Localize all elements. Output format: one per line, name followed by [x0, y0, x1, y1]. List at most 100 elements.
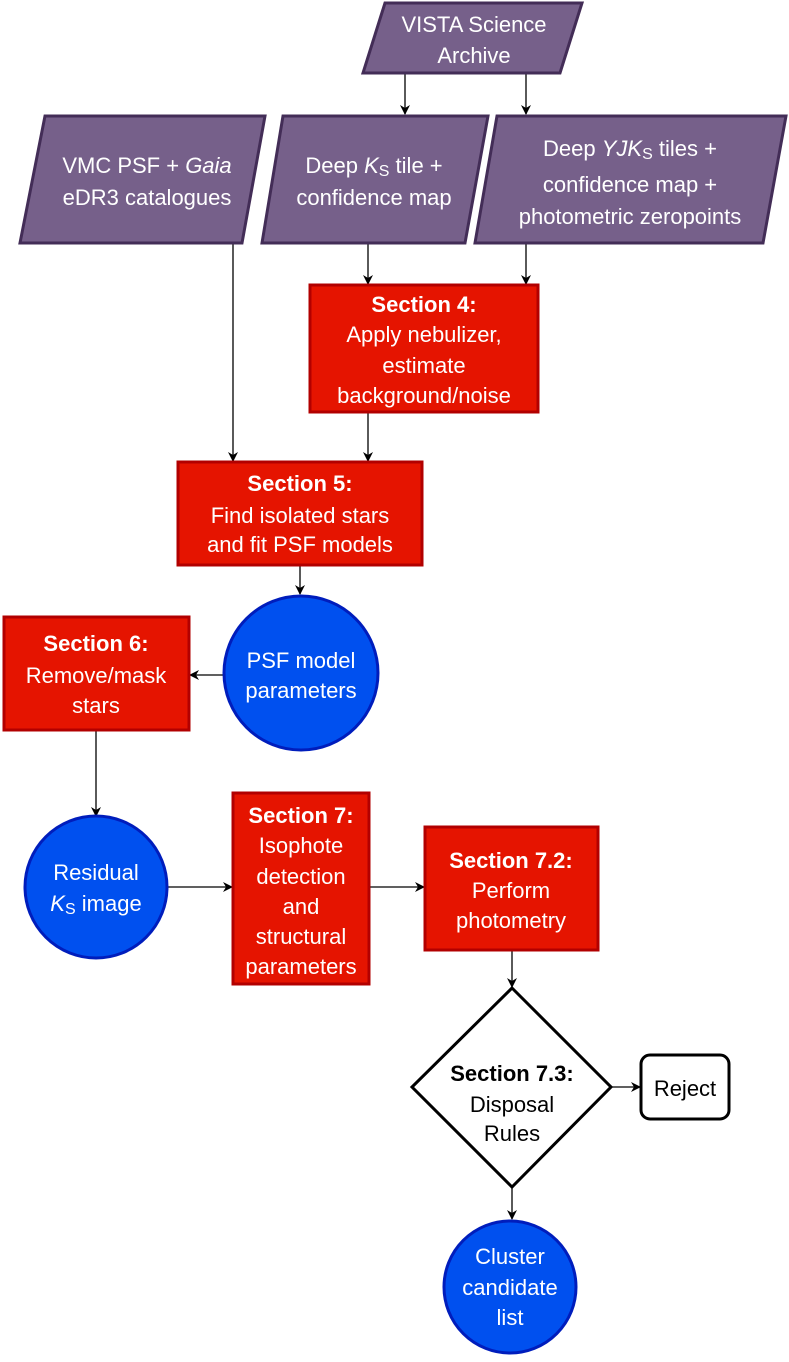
- vmc-label-line: VMC PSF + Gaia: [62, 153, 231, 178]
- sec4-label-line: Apply nebulizer,: [346, 322, 501, 347]
- sec4-label-line: background/noise: [337, 383, 511, 408]
- label-segment: eDR3 catalogues: [63, 185, 232, 210]
- sec7-label-line: parameters: [245, 954, 356, 979]
- label-segment: S: [642, 146, 653, 163]
- label-segment: VMC PSF +: [62, 153, 185, 178]
- sec7-label-line: detection: [256, 864, 345, 889]
- vmc-catalogues-node: [18, 114, 267, 245]
- residual-label-line: Residual: [53, 860, 139, 885]
- label-segment: Rules: [484, 1121, 540, 1146]
- label-segment: estimate: [382, 353, 465, 378]
- vista-label-line: Archive: [437, 43, 510, 68]
- label-segment: Reject: [654, 1076, 716, 1101]
- vmc-label-line: eDR3 catalogues: [63, 185, 232, 210]
- sec5-label-line: Find isolated stars: [211, 503, 390, 528]
- section-7-node: [231, 791, 371, 986]
- label-segment: background/noise: [337, 383, 511, 408]
- deep-yjk-tiles-node: [473, 114, 788, 245]
- label-segment: and: [283, 894, 320, 919]
- sec73-label-line: Section 7.3:: [450, 1061, 573, 1086]
- cluster-candidate-list-node: [442, 1219, 578, 1355]
- label-segment: Remove/mask: [26, 663, 168, 688]
- sec7-label-line: Isophote: [259, 833, 343, 858]
- sec72-label-line: Section 7.2:: [449, 848, 572, 873]
- label-segment: PSF model: [247, 648, 356, 673]
- label-segment: photometric zeropoints: [519, 204, 742, 229]
- sec5-label-line: Section 5:: [247, 471, 352, 496]
- vista-label-line: VISTA Science: [401, 12, 546, 37]
- label-segment: Section 5:: [247, 471, 352, 496]
- psf-label-line: parameters: [245, 678, 356, 703]
- deep-yjk-label-line: confidence map +: [543, 172, 717, 197]
- label-segment: image: [76, 891, 142, 916]
- deep-yjk-label-line: photometric zeropoints: [519, 204, 742, 229]
- label-segment: parameters: [245, 954, 356, 979]
- label-segment: Section 4:: [371, 292, 476, 317]
- label-segment: Isophote: [259, 833, 343, 858]
- label-segment: parameters: [245, 678, 356, 703]
- cluster-label-line: Cluster: [475, 1244, 545, 1269]
- label-segment: Find isolated stars: [211, 503, 390, 528]
- label-segment: list: [497, 1305, 524, 1330]
- section-5-node: [176, 460, 424, 567]
- label-segment: YJK: [602, 136, 644, 161]
- label-segment: Section 6:: [43, 631, 148, 656]
- sec73-label-line: Rules: [484, 1121, 540, 1146]
- sec4-label-line: estimate: [382, 353, 465, 378]
- sec7-label-line: and: [283, 894, 320, 919]
- label-segment: VISTA Science: [401, 12, 546, 37]
- cluster-label-line: candidate: [462, 1275, 557, 1300]
- label-segment: Cluster: [475, 1244, 545, 1269]
- sec4-label-line: Section 4:: [371, 292, 476, 317]
- label-segment: candidate: [462, 1275, 557, 1300]
- sec73-label-line: Disposal: [470, 1092, 554, 1117]
- psf-label-line: PSF model: [247, 648, 356, 673]
- label-segment: confidence map +: [543, 172, 717, 197]
- psf-model-parameters-node: [222, 594, 380, 752]
- deep-yjk-label-line: Deep YJKS tiles +: [543, 136, 717, 163]
- sec72-label-line: Perform: [472, 878, 550, 903]
- label-segment: Deep: [543, 136, 602, 161]
- label-segment: tile +: [389, 153, 442, 178]
- reject-node: [639, 1053, 731, 1121]
- label-segment: confidence map: [296, 185, 451, 210]
- label-segment: Gaia: [185, 153, 231, 178]
- label-segment: S: [65, 901, 76, 918]
- label-segment: stars: [72, 693, 120, 718]
- label-segment: Deep: [305, 153, 364, 178]
- label-segment: Section 7.3:: [450, 1061, 573, 1086]
- section-6-node: [2, 615, 191, 732]
- vista-archive-node: [360, 1, 585, 75]
- section-7-3-decision-node: [409, 985, 614, 1190]
- section-4-node: [308, 283, 540, 414]
- label-segment: K: [364, 153, 380, 178]
- residual-image-node: [23, 814, 169, 960]
- section-7-2-node: [423, 825, 600, 952]
- deep-ks-label-line: Deep KS tile +: [305, 153, 442, 180]
- deep-ks-label-line: confidence map: [296, 185, 451, 210]
- label-segment: detection: [256, 864, 345, 889]
- label-segment: and fit PSF models: [207, 532, 393, 557]
- sec7-label-line: Section 7:: [248, 803, 353, 828]
- label-segment: Archive: [437, 43, 510, 68]
- cluster-label-line: list: [497, 1305, 524, 1330]
- label-segment: Section 7:: [248, 803, 353, 828]
- reject-label-line: Reject: [654, 1076, 716, 1101]
- label-segment: Perform: [472, 878, 550, 903]
- residual-label-line: KS image: [50, 891, 141, 918]
- label-segment: photometry: [456, 908, 566, 933]
- sec6-label-line: Section 6:: [43, 631, 148, 656]
- label-segment: K: [50, 891, 66, 916]
- sec6-label-line: stars: [72, 693, 120, 718]
- sec5-label-line: and fit PSF models: [207, 532, 393, 557]
- sec6-label-line: Remove/mask: [26, 663, 168, 688]
- label-segment: Apply nebulizer,: [346, 322, 501, 347]
- label-segment: S: [379, 163, 390, 180]
- label-segment: Disposal: [470, 1092, 554, 1117]
- label-segment: Section 7.2:: [449, 848, 572, 873]
- deep-ks-tile-node: [260, 114, 490, 245]
- label-segment: tiles +: [653, 136, 717, 161]
